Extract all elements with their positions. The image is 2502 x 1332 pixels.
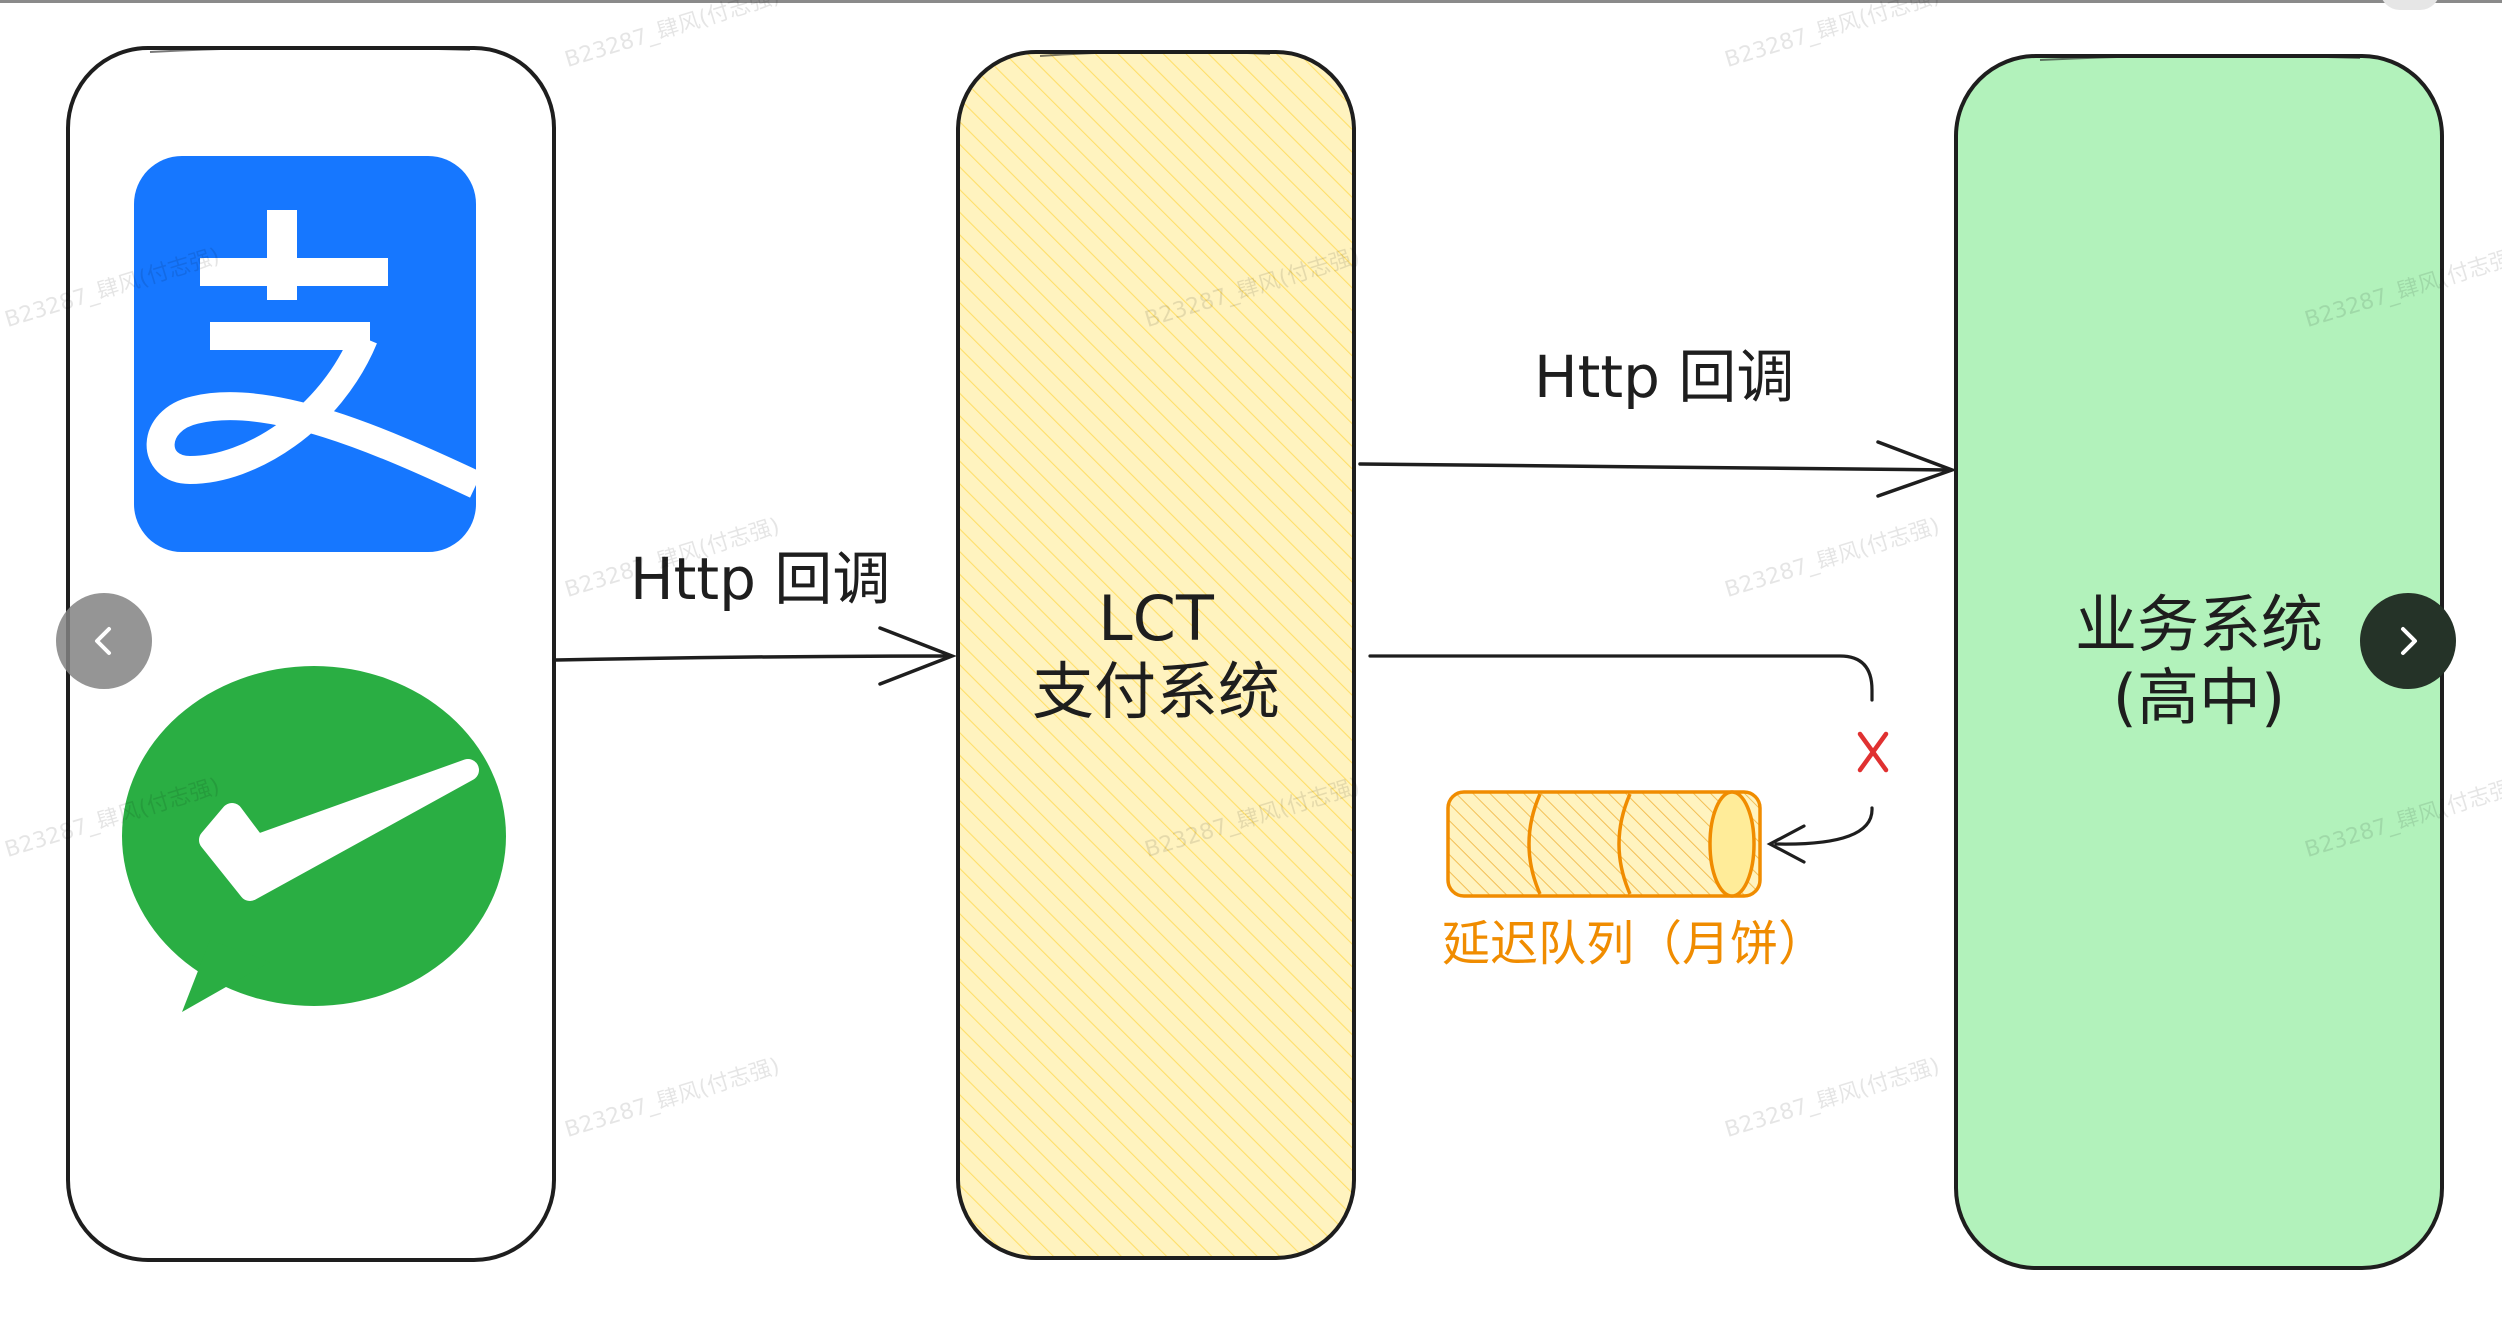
lct-box bbox=[956, 50, 1356, 1260]
business-label-line1: 业务系统 bbox=[2074, 588, 2323, 661]
next-image-button[interactable] bbox=[2360, 593, 2456, 689]
edge-label-client-to-lct: Http 回调 bbox=[630, 545, 891, 613]
previous-image-button[interactable] bbox=[56, 593, 152, 689]
wechat-pay-logo bbox=[122, 666, 506, 1012]
chevron-left-icon bbox=[95, 627, 111, 655]
top-border bbox=[0, 0, 2502, 3]
failed-x-icon bbox=[1857, 731, 1889, 773]
lct-label-line2: 支付系统 bbox=[1031, 655, 1280, 729]
arrow-lct-to-business bbox=[1358, 440, 1958, 498]
business-label-line2: (高中) bbox=[2112, 661, 2286, 735]
edge-label-lct-to-business: Http 回调 bbox=[1534, 343, 1795, 411]
lct-system-label: LCT 支付系统 bbox=[958, 582, 1354, 728]
arrow-to-delay-queue bbox=[1766, 806, 1874, 864]
alipay-logo bbox=[134, 156, 482, 552]
chevron-right-icon bbox=[2401, 627, 2417, 655]
arrow-client-to-lct bbox=[554, 626, 957, 686]
top-scroll-indicator bbox=[2380, 0, 2440, 10]
failed-callback-line bbox=[1368, 654, 1874, 702]
delay-queue-cylinder bbox=[1446, 790, 1762, 898]
delay-queue-label: 延迟队列（月饼） bbox=[1442, 916, 1827, 972]
business-system-label: 业务系统 (高中) bbox=[1956, 588, 2442, 734]
lct-label-line1: LCT bbox=[1098, 582, 1214, 655]
